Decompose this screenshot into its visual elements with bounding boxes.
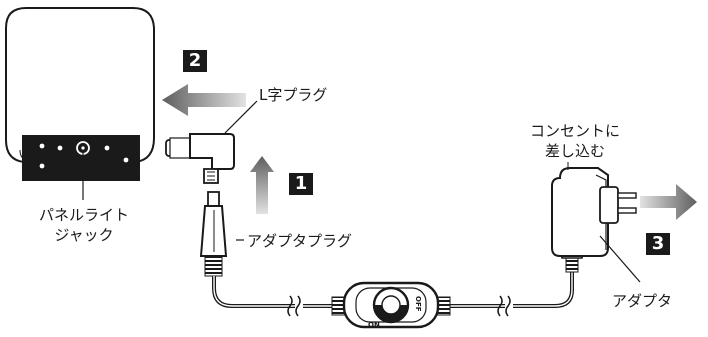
step-3-arrow: [640, 184, 697, 220]
step-3-badge: 3: [646, 233, 670, 255]
adapter-label: アダプタ: [612, 292, 673, 310]
switch-off-label: OFF: [414, 296, 422, 312]
switch-on-label: ON: [368, 321, 380, 329]
l-plug: [165, 100, 258, 184]
panel-jack-label-line1: パネルライト: [38, 206, 129, 224]
outlet-label-line1: コンセントに: [529, 122, 620, 140]
outlet-label-line2: 差し込む: [544, 142, 605, 160]
wall-adapter: [551, 162, 641, 283]
dimmer-switch: ON OFF: [331, 281, 451, 329]
adapter-plug: [199, 191, 244, 277]
step-2-arrow: [162, 84, 246, 116]
l-plug-label: L字プラグ: [259, 86, 328, 104]
panel-light: [5, 7, 155, 200]
panel-jack-label-line2: ジャック: [54, 226, 114, 244]
step-2-badge: 2: [183, 50, 207, 72]
adapter-plug-label: アダプタプラグ: [247, 232, 353, 250]
step-1-arrow: [250, 156, 274, 214]
step-1-badge: 1: [289, 173, 313, 195]
